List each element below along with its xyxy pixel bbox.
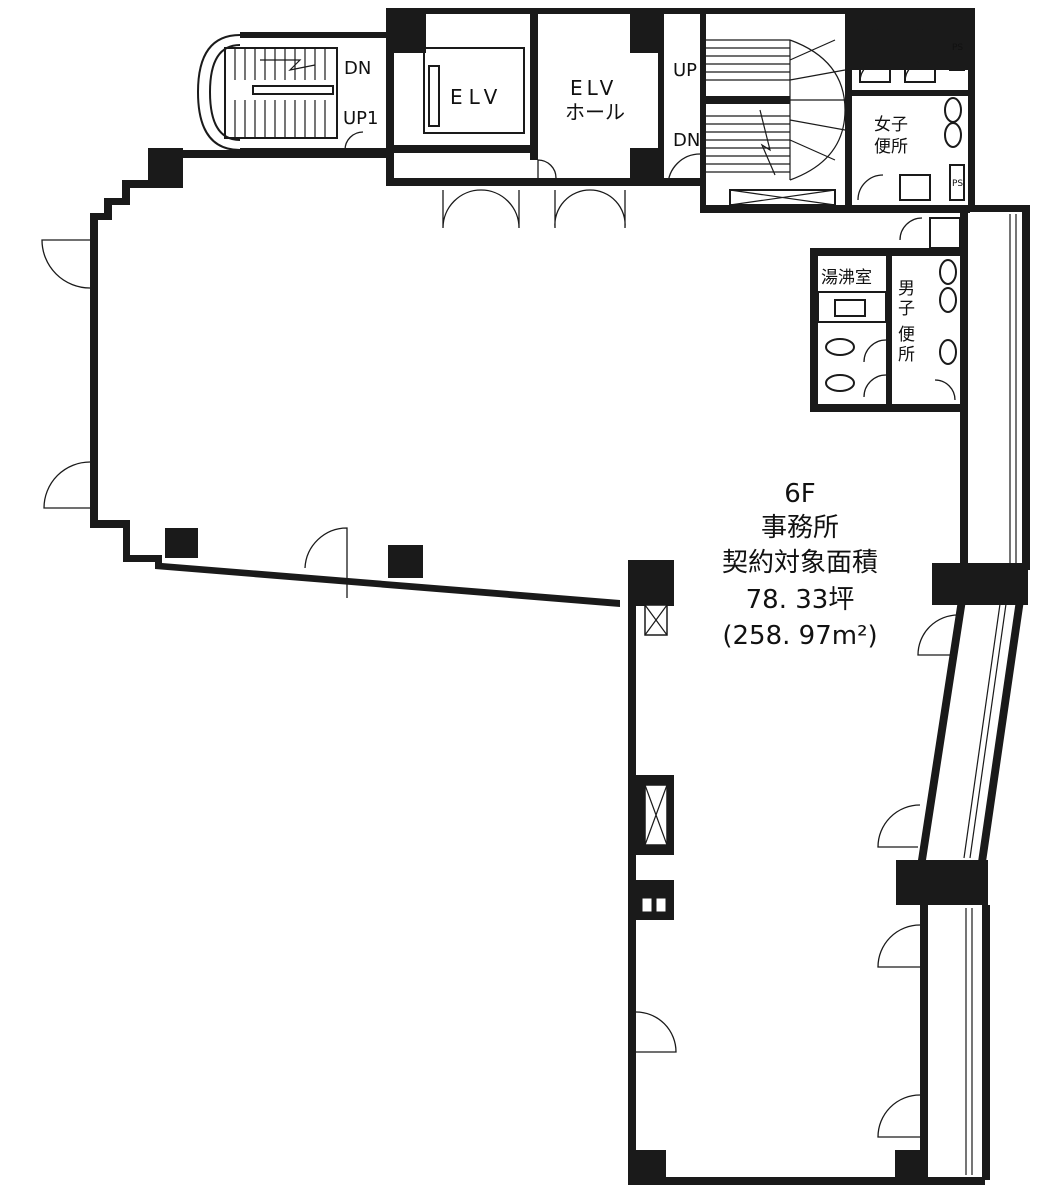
- door-swing: [877, 924, 921, 968]
- shafts: [641, 604, 668, 913]
- column: [165, 528, 198, 558]
- mens-wc-label-2: 便所: [898, 325, 915, 365]
- area-tsubo: 78. 33坪: [746, 585, 855, 615]
- use-label: 事務所: [761, 513, 839, 543]
- stair-right: [706, 39, 848, 206]
- column: [932, 563, 1028, 605]
- column: [896, 860, 988, 905]
- column: [895, 1150, 927, 1182]
- column: [148, 148, 183, 188]
- womens-wc-label-2: 便所: [874, 137, 908, 157]
- door-swing: [41, 239, 91, 289]
- door-swing: [667, 153, 701, 187]
- door-swing: [877, 1094, 921, 1138]
- door-swing: [917, 614, 959, 656]
- elv-label: ELV: [450, 85, 503, 109]
- womens-wc-label-1: 女子: [874, 115, 908, 135]
- kitchenette-label: 湯沸室: [821, 268, 872, 288]
- ps-label-top: PS: [952, 43, 963, 53]
- column: [636, 1150, 666, 1182]
- outer-walls: [90, 150, 1030, 1185]
- elv-hall-label-2: ホール: [565, 100, 625, 124]
- column: [630, 148, 660, 183]
- door-swing: [43, 461, 91, 509]
- door-swing: [304, 527, 348, 598]
- stair-right-up-label: UP: [673, 60, 697, 81]
- floor-label: 6F: [784, 479, 816, 509]
- door-swing: [554, 189, 626, 229]
- stair-left-dn-label: DN: [344, 58, 371, 79]
- core: [386, 8, 975, 210]
- area-caption: 契約対象面積: [722, 548, 878, 578]
- door-swing: [877, 804, 921, 848]
- ps-label-bottom: PS: [952, 179, 963, 189]
- elv-hall-label-1: ELV: [570, 76, 617, 100]
- columns: [148, 8, 1028, 1182]
- column: [636, 560, 674, 606]
- stair-right-dn-label: DN: [673, 130, 700, 151]
- door-swing: [537, 159, 557, 179]
- stair-left: [196, 32, 386, 154]
- door-swing: [635, 1011, 677, 1053]
- door-swing: [442, 189, 520, 229]
- stair-left-up-label: UP1: [343, 108, 378, 129]
- labels: DN UP1 ELV ELV ホール UP DN 女子 便所 PS PS 湯沸室…: [343, 43, 963, 651]
- area-m2: (258. 97m²): [722, 621, 877, 651]
- mens-wc-label-1: 男子: [898, 279, 915, 319]
- elevator-car: [423, 47, 525, 134]
- wet-area: [810, 217, 968, 412]
- column: [630, 8, 660, 53]
- doors: [41, 153, 959, 1138]
- office-outer-wall: [90, 150, 620, 607]
- column: [388, 545, 423, 578]
